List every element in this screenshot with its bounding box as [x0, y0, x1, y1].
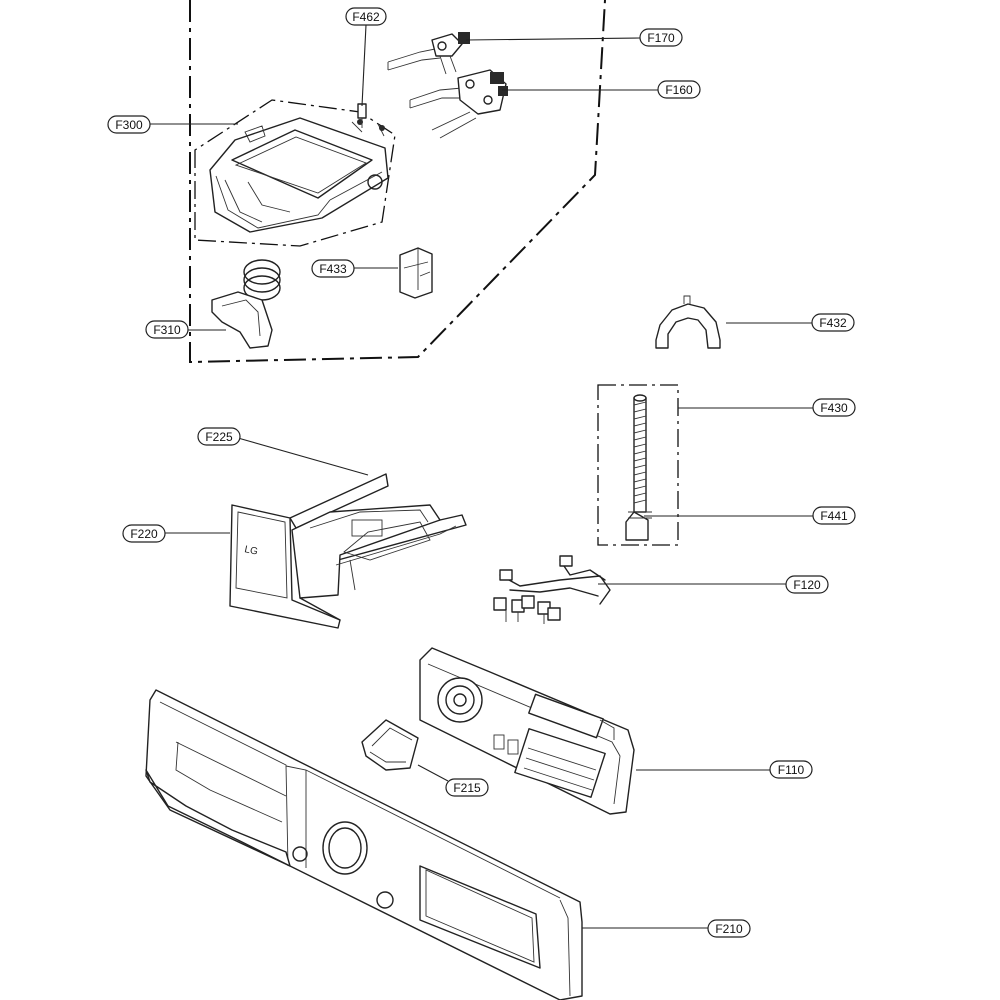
dispenser-housing-boundary: [194, 99, 396, 247]
drain-hose-boundary: [597, 384, 679, 546]
callout-label: F215: [453, 781, 481, 795]
bellows-hose: [211, 259, 281, 349]
small-cover: [361, 719, 419, 771]
callout-f432: F432: [811, 313, 855, 332]
callout-f441: F441: [812, 506, 856, 525]
callout-label: F120: [793, 578, 821, 592]
callout-label: F462: [352, 10, 380, 24]
callout-label: F433: [319, 262, 347, 276]
callout-f225: F225: [197, 427, 241, 446]
drain-hose: [625, 394, 652, 541]
callout-f210: F210: [707, 919, 751, 938]
callout-f300: F300: [107, 115, 151, 134]
callout-label: F220: [130, 527, 158, 541]
callout-f215: F215: [445, 778, 489, 797]
callout-f220: F220: [122, 524, 166, 543]
detergent-drawer: [229, 473, 467, 629]
callout-f430: F430: [812, 398, 856, 417]
inlet-valve-single: [387, 32, 470, 75]
bracket-part: [399, 247, 433, 299]
dispenser-housing: [209, 117, 389, 233]
callout-f160: F160: [657, 80, 701, 99]
callout-f110: F110: [769, 760, 813, 779]
callout-label: F225: [205, 430, 233, 444]
callout-label: F210: [715, 922, 743, 936]
callout-label: F432: [819, 316, 847, 330]
drawer-brand-mark: LG: [243, 544, 259, 558]
callout-label: F160: [665, 83, 693, 97]
callout-f120: F120: [785, 575, 829, 594]
callout-f433: F433: [311, 259, 355, 278]
inlet-valve-double: [409, 69, 508, 139]
wire-harness: [493, 555, 611, 624]
hose-clip: [655, 295, 721, 349]
control-board: [419, 647, 635, 815]
callout-label: F441: [820, 509, 848, 523]
upper-assembly-boundary: [189, 0, 606, 364]
callout-label: F110: [778, 763, 805, 777]
control-panel: [145, 689, 583, 1000]
callout-label: F170: [647, 31, 675, 45]
callout-f170: F170: [639, 28, 683, 47]
callout-label: F300: [115, 118, 143, 132]
callout-label: F310: [153, 323, 181, 337]
callout-f462: F462: [345, 7, 387, 26]
callout-f310: F310: [145, 320, 189, 339]
leader-lines: [150, 24, 813, 929]
callout-label: F430: [820, 401, 848, 415]
